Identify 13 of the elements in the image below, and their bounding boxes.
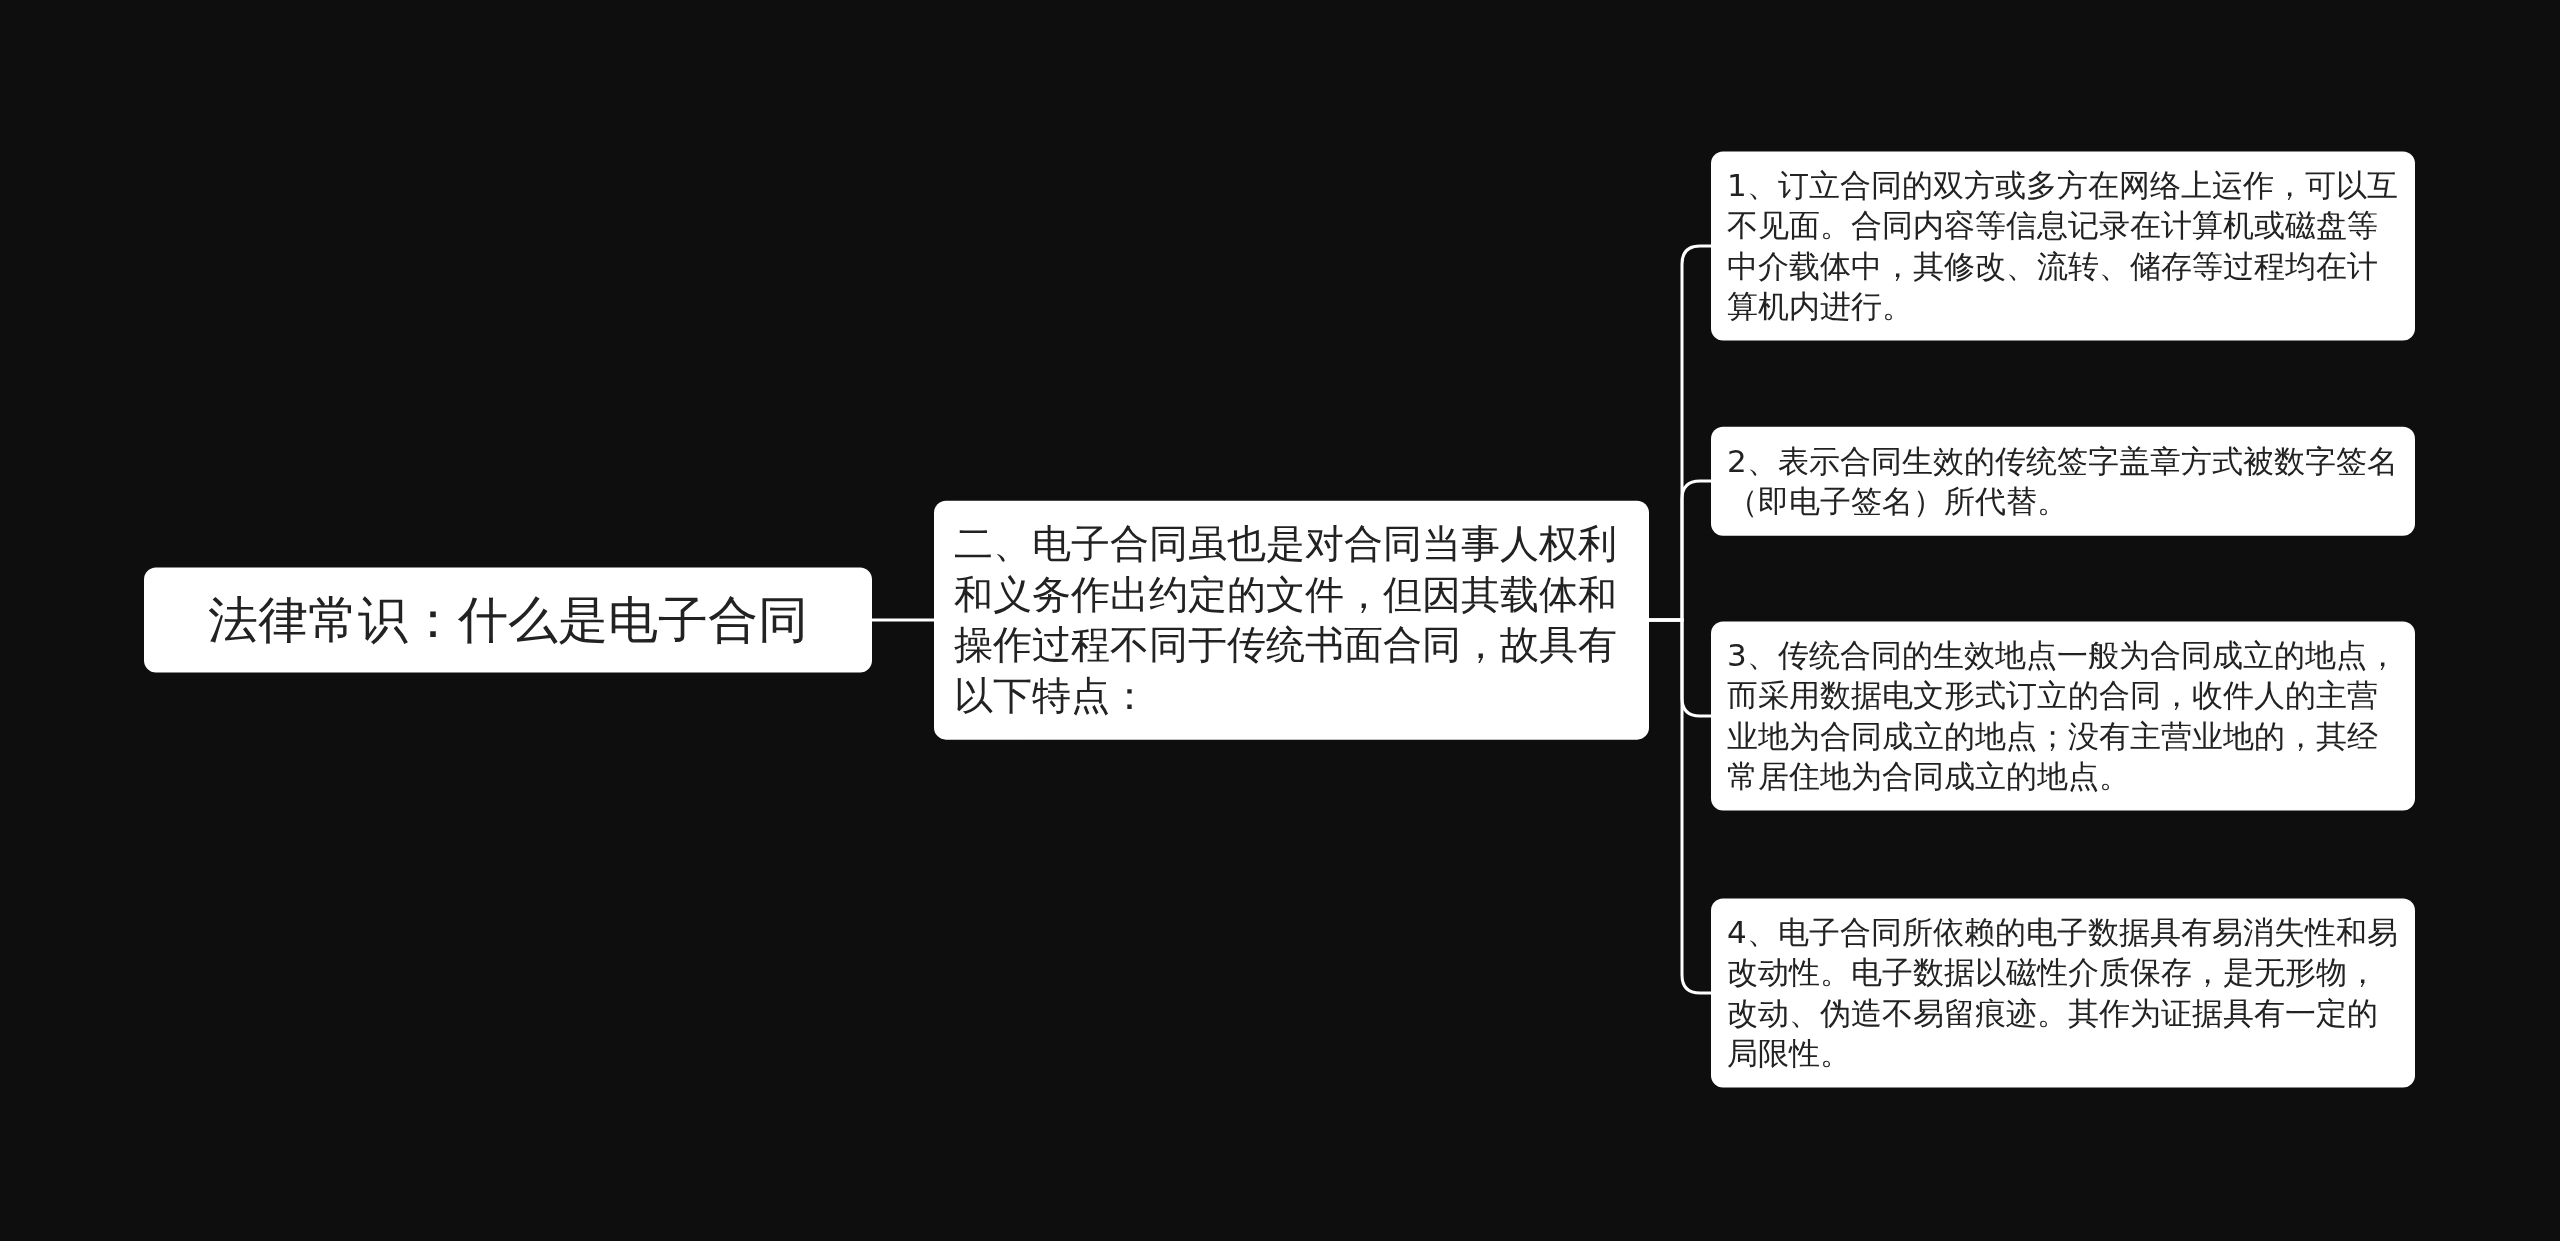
subtopic-box [1711,898,2415,1088]
node-text: 2、表示合同生效的传统签字盖章方式被数字签名（即电子签名）所代替。 [1727,441,2399,521]
connector-line [872,618,934,622]
subtopic-box [1711,621,2415,811]
subtopic-box [1711,151,2415,341]
node-text: 3、传统合同的生效地点一般为合同成立的地点，而采用数据电文形式订立的合同，收件人的主营业地为合同成立的地点；没有主营业地的，其经常居住地为合同成立的地点。 [1727,636,2399,797]
node-text: 二、电子合同虽也是对合同当事人权利和义务作出约定的文件，但因其载体和操作过程不同于传统书面合同，故具有以下特点： [954,519,1618,720]
subtopic-box [1711,426,2415,536]
node-text: 1、订立合同的双方或多方在网络上运作，可以互不见面。合同内容等信息记录在计算机或磁盘等中介载体中，其修改、流转、储存等过程均在计算机内进行。 [1727,166,2399,327]
topic-box [934,500,1649,740]
node-text: 法律常识：什么是电子合同 [207,589,809,651]
root-topic-box [144,567,872,673]
node-text: 4、电子合同所依赖的电子数据具有易消失性和易改动性。电子数据以磁性介质保存，是无形物，改动、伪造不易留痕迹。其作为证据具有一定的局限性。 [1727,913,2399,1074]
